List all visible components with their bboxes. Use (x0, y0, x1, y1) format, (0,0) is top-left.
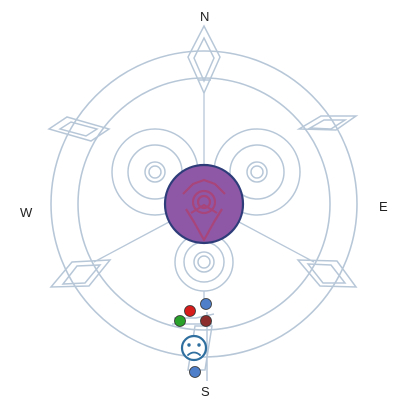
token-blue-bottom[interactable] (189, 366, 201, 378)
compass-east-label: E (379, 199, 388, 214)
inner-ring (77, 77, 331, 331)
token-blue-top[interactable] (200, 298, 212, 310)
compass-west-label: W (20, 205, 33, 220)
token-green[interactable] (174, 315, 186, 327)
spoke-right (238, 221, 315, 263)
spoke-left (93, 221, 170, 263)
compass-north-label: N (200, 9, 210, 24)
outer-ring (50, 50, 358, 358)
gate-southeast (296, 259, 358, 288)
gate-north (187, 24, 221, 95)
sad-face-icon[interactable] (180, 334, 208, 362)
center-emblem (163, 163, 245, 245)
gate-northeast (296, 115, 359, 131)
token-dark-red[interactable] (200, 315, 212, 327)
purple-emblem-icon (182, 178, 226, 242)
compass-south-label: S (201, 384, 210, 399)
token-red[interactable] (184, 305, 196, 317)
node-right (213, 128, 301, 216)
gate-southwest (49, 259, 112, 288)
gate-northwest (47, 116, 111, 142)
